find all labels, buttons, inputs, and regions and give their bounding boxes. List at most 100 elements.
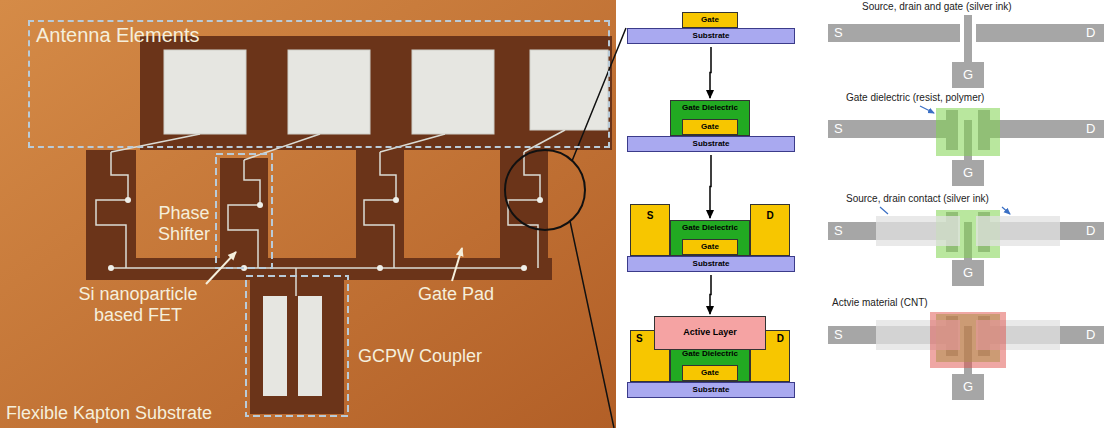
pad-dot (108, 265, 114, 271)
source-contact (876, 216, 960, 246)
gate-pad (952, 374, 984, 400)
coupler-strip (298, 296, 322, 396)
drain-electrode: D (750, 204, 790, 256)
layer-label: Gate Dielectric (682, 104, 738, 113)
phase-shifter-blocks (86, 150, 552, 414)
zoom-line (570, 28, 626, 428)
active-layer: Active Layer (654, 316, 766, 350)
antenna-patch (530, 50, 608, 130)
layer-label: Gate (701, 243, 719, 252)
pad-dot (257, 202, 263, 208)
layer-label: Antenna Elements (36, 24, 199, 46)
meander (508, 152, 540, 268)
coupler-block (250, 280, 344, 414)
layer-label: Substrate (693, 260, 730, 269)
row1-electrodes (828, 15, 1104, 88)
dielectric-layer: Gate DielectricGate (670, 220, 750, 256)
step-label: Source, drain contact (silver ink) (846, 193, 989, 205)
layer-label: Gate (701, 369, 719, 378)
layer-label: Gate Dielectric (682, 350, 738, 359)
step-label: Gate dielectric (resist, polymer) (846, 92, 984, 104)
source-electrode: S (630, 204, 670, 256)
substrate-layer: Substrate (627, 382, 795, 398)
cnt-square (930, 312, 1006, 368)
antenna-patch (288, 50, 370, 134)
meander (228, 160, 260, 268)
pad-dot (537, 197, 543, 203)
antenna-outline: Antenna Elements (28, 20, 610, 148)
step-label: Actvie material (CNT) (832, 297, 928, 309)
feed-line (111, 134, 200, 152)
leader-arrow (920, 106, 934, 113)
pin-name: D (1086, 120, 1095, 138)
gate-pad (952, 160, 984, 186)
part-label: Gate Pad (418, 284, 494, 305)
layer-label: S (647, 210, 654, 221)
gate-layer: Gate (682, 239, 738, 255)
part-label: Si nanoparticle based FET (62, 284, 214, 325)
coupler-outline (246, 276, 348, 416)
gate-pad (952, 260, 984, 286)
zoom-circle (505, 150, 585, 230)
dashed-outlines (216, 154, 348, 416)
process-arrow (710, 275, 711, 314)
pad-dot (377, 265, 383, 271)
leader-arrow (880, 207, 1010, 214)
pin-name: S (834, 326, 843, 344)
gate-stem (964, 15, 972, 63)
layer-label: Gate (701, 16, 719, 25)
dielectric-layer: Gate DielectricGate (670, 346, 750, 382)
meander (96, 152, 128, 268)
part-label: Phase Shifter (152, 203, 216, 244)
gate-pad (952, 62, 984, 88)
pin-name: S (834, 222, 843, 240)
coupler-strip (263, 296, 287, 396)
feed-line (380, 134, 445, 152)
pad-dot (521, 265, 527, 271)
pin-name: S (834, 24, 843, 42)
pin-name: G (952, 164, 984, 182)
layer-label: Substrate (693, 140, 730, 149)
layer-label: Gate (701, 123, 719, 132)
silver-traces (96, 130, 565, 296)
drain-contact (976, 216, 1060, 246)
pin-name: S (834, 120, 843, 138)
layer-label: D (766, 210, 773, 221)
source-bar (828, 24, 960, 42)
pad-dot (393, 197, 399, 203)
gate-layer: Gate (682, 119, 738, 135)
callout-arrow (206, 252, 236, 284)
antenna-patch (164, 50, 246, 134)
gate-pads (108, 197, 543, 271)
pin-name: D (1086, 24, 1095, 42)
gate-layer: Gate (682, 12, 738, 28)
pad-dot (125, 197, 131, 203)
substrate-photo (0, 0, 616, 428)
phase-shifter-outline (216, 154, 272, 268)
process-arrow (710, 155, 711, 218)
gate-layer: Gate (682, 365, 738, 381)
dielectric-square (936, 108, 1000, 156)
kapton-photo (0, 0, 616, 428)
pin-name: G (952, 66, 984, 84)
drain-bar (976, 24, 1104, 42)
dielectric-layer: Gate DielectricGate (670, 100, 750, 136)
layer-label: Gate Dielectric (682, 224, 738, 233)
pin-name: D (1086, 326, 1095, 344)
layer-label: Substrate (693, 386, 730, 395)
layer-label: Substrate (693, 32, 730, 41)
substrate-layer: Substrate (627, 136, 795, 152)
substrate-layer: Substrate (627, 256, 795, 272)
layer-label: S (636, 333, 643, 344)
callout-arrow (452, 248, 462, 281)
meander (364, 152, 396, 268)
substrate-layer: Substrate (627, 28, 795, 44)
layer-label: Active Layer (683, 328, 737, 338)
substrate-label: Flexible Kapton Substrate (6, 403, 212, 424)
process-arrow (710, 47, 711, 98)
antenna-band (140, 36, 612, 150)
feed-line (524, 130, 565, 152)
antenna-patch (412, 50, 494, 134)
pin-name: G (952, 378, 984, 396)
